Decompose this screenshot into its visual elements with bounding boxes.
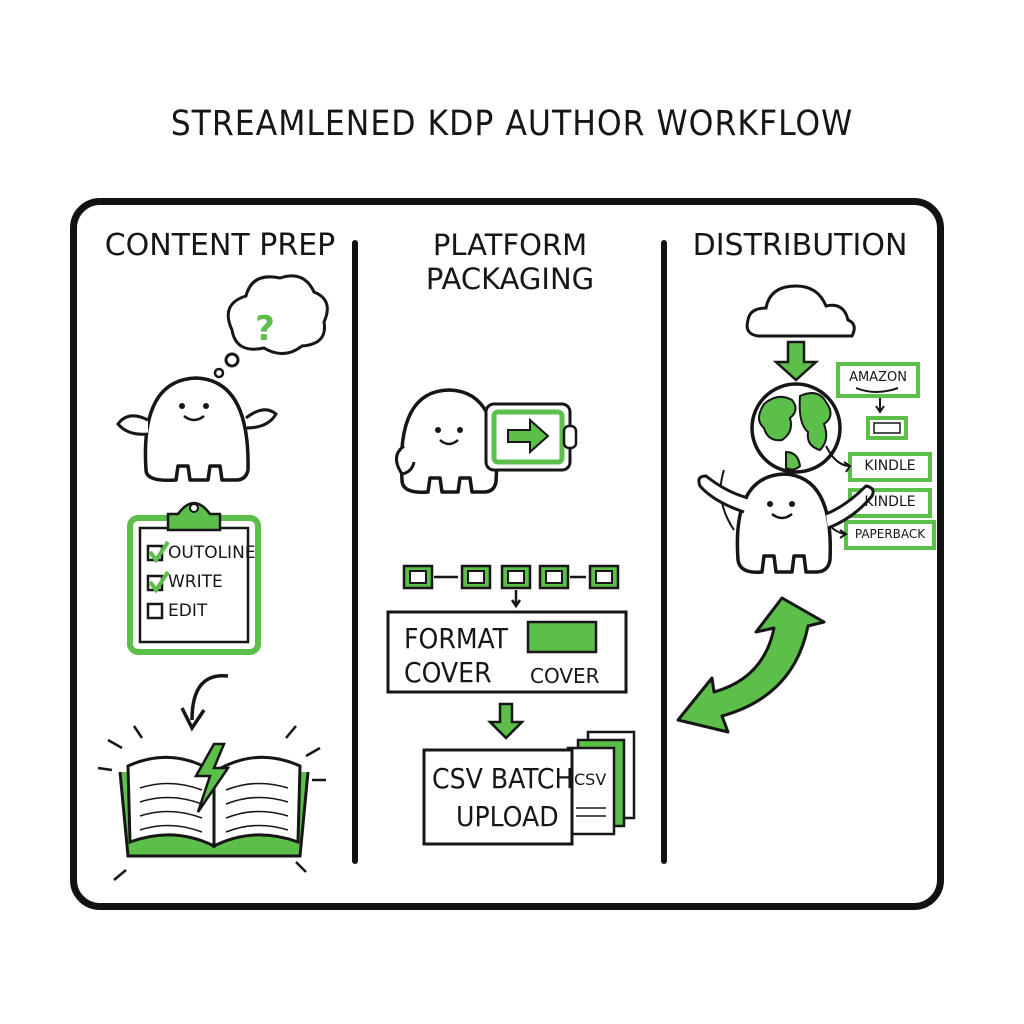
character-presenting-icon — [395, 388, 501, 494]
channel-kindle-label-2: KINDLE — [864, 494, 916, 510]
diagram-title: STREAMLENED KDP AUTHOR WORKFLOW — [170, 104, 854, 144]
channel-paperback-label: PAPERBACK — [854, 527, 926, 541]
csv-upload-box — [422, 748, 574, 846]
column-divider-2 — [661, 240, 667, 864]
character-celebrating-icon — [697, 469, 875, 574]
down-arrow-icon — [486, 702, 526, 740]
format-label: FORMAT — [404, 622, 508, 655]
column-heading-platform-packaging: PLATFORM PACKAGING — [425, 228, 595, 296]
globe-icon — [750, 382, 842, 474]
cover-swatch-icon — [526, 620, 598, 654]
channel-kindle-label-1: KINDLE — [864, 458, 916, 474]
checkbox-write-icon — [146, 570, 170, 594]
upload-label: UPLOAD — [456, 800, 559, 833]
column-heading-content-prep: CONTENT PREP — [104, 228, 336, 263]
cover-label: COVER — [530, 664, 600, 688]
column-divider-1 — [352, 240, 358, 864]
checklist-item-outline: OUTOLINE — [168, 543, 256, 563]
tablet-arrow-icon — [484, 402, 578, 472]
csv-batch-label: CSV BATCH — [432, 762, 574, 795]
curved-arrow-icon — [190, 674, 229, 721]
format-cover-label: COVER — [404, 656, 492, 689]
checkbox-outline-icon — [146, 540, 170, 564]
amazon-smile-icon — [855, 387, 899, 393]
lightning-bolt-icon — [193, 742, 231, 813]
question-mark-icon: ? — [255, 309, 275, 349]
return-arrow-icon — [676, 596, 826, 734]
channel-arrow-icon — [875, 398, 885, 414]
csv-pages-icon — [566, 730, 636, 836]
curved-arrowhead-icon — [180, 707, 206, 732]
character-thinking-icon — [116, 376, 278, 483]
channel-amazon-label: AMAZON — [849, 370, 907, 385]
thought-bubble-icon — [213, 274, 329, 379]
checklist-item-write: WRITE — [168, 572, 223, 592]
pipeline-steps-icon — [402, 564, 620, 609]
workflow-frame — [70, 198, 944, 910]
cloud-down-arrow-icon — [772, 340, 820, 382]
column-heading-distribution: DISTRIBUTION — [692, 228, 908, 263]
cloud-icon — [745, 284, 856, 338]
checkbox-edit-icon — [146, 602, 164, 620]
csv-tag-label: CSV — [574, 770, 607, 789]
open-book-icon — [118, 755, 310, 858]
checklist-item-edit: EDIT — [168, 601, 208, 621]
sparkle-lines-icon — [97, 725, 326, 881]
amazon-box — [836, 362, 920, 398]
